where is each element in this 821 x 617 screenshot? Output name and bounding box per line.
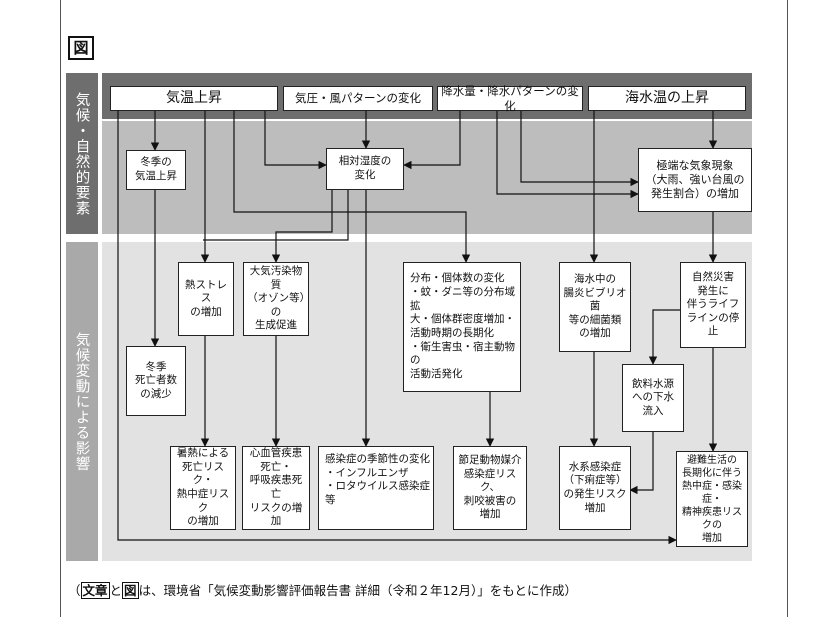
box-relative-humidity-change: 相対湿度の 変化	[326, 148, 404, 190]
box-air-pollutant-promotion: 大気汚染物質 （オゾン等）の 生成促進	[243, 262, 309, 336]
box-heat-death-heatstroke-risk: 暑熱による 死亡リスク・ 熱中症リスク の増加	[170, 446, 236, 530]
box-temperature-rise: 気温上昇	[110, 86, 278, 111]
caption-tag-figure: 図	[122, 582, 139, 599]
box-arthropod-borne-disease-risk: 節足動物媒介 感染症リスク、 刺咬被害の 増加	[453, 446, 527, 530]
box-seawater-bacteria-increase: 海水中の 腸炎ビブリオ菌 等の細菌類 の増加	[559, 262, 631, 352]
box-distribution-population-change: 分布・個体数の変化 ・蚊・ダニ等の分布域拡 大・個体群密度増加・ 活動時期の長期…	[403, 262, 521, 392]
box-evacuation-prolonged-risk: 避難生活の 長期化に伴う 熱中症・感染症・ 精神疾患リスクの 増加	[676, 451, 748, 547]
side-label-climate-change-impacts: 気候変動による影響	[66, 242, 98, 561]
box-waterborne-infection-risk: 水系感染症 （下痢症等） の発生リスク 増加	[559, 446, 631, 530]
box-winter-deaths-decrease: 冬季 死亡者数 の減少	[126, 346, 186, 416]
box-natural-disaster-lifeline-stop: 自然災害 発生に 伴うライフ ラインの停止	[680, 262, 746, 348]
box-cardiovascular-respiratory-risk: 心血管疾患 死亡・ 呼吸疾患死亡 リスクの増加	[242, 446, 310, 530]
caption-open-paren: （	[68, 583, 81, 598]
box-heat-stress-increase: 熱ストレス の増加	[178, 262, 234, 336]
left-page-rule	[60, 0, 61, 617]
side-label-top-text: 気候・自然的要素	[73, 91, 90, 216]
caption-tag-text: 文章	[80, 582, 110, 599]
box-sea-temperature-rise: 海水温の上昇	[588, 86, 746, 111]
source-caption: （文章と図は、環境省「気候変動影響評価報告書 詳細（令和２年12月）」をもとに作…	[68, 580, 577, 599]
caption-source-text: は、環境省「気候変動影響評価報告書 詳細（令和２年12月）」をもとに作成）	[138, 583, 577, 598]
box-precipitation-change: 降水量・降水パターンの変化	[437, 84, 583, 113]
caption-and: と	[109, 583, 123, 598]
box-extreme-weather-increase: 極端な気象現象 （大雨、強い台風の 発生割合）の増加	[638, 148, 752, 212]
box-sewage-into-drinking-water: 飲料水源 への下水 流入	[622, 364, 684, 432]
side-label-climate-natural-factors: 気候・自然的要素	[66, 73, 98, 234]
figure-label: 図	[68, 36, 94, 60]
box-infection-seasonality-change: 感染症の季節性の変化 ・インフルエンザ ・ロタウイルス感染症等	[318, 446, 434, 530]
box-pressure-wind-change: 気圧・風パターンの変化	[283, 86, 433, 111]
right-page-rule	[787, 0, 788, 617]
side-label-bottom-text: 気候変動による影響	[73, 331, 90, 472]
box-winter-temperature-rise: 冬季の 気温上昇	[126, 150, 186, 190]
